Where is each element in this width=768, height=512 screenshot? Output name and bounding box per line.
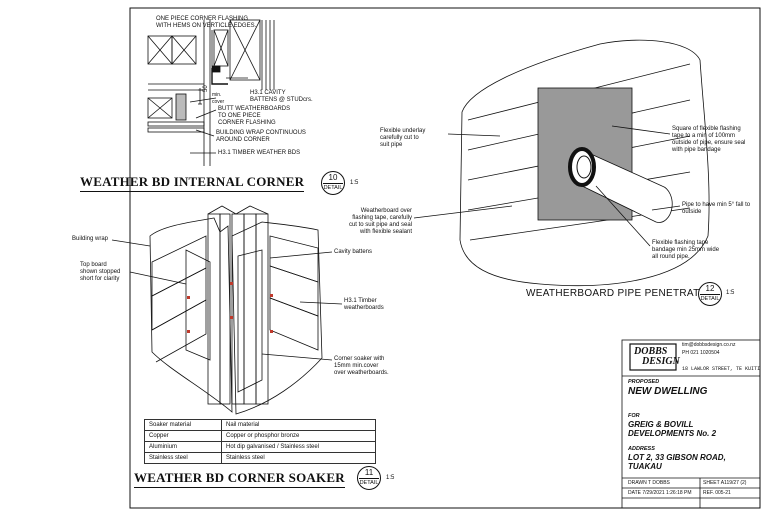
d12-number: 12 (705, 284, 715, 293)
d11-note-battens: Cavity battens (334, 249, 373, 255)
reference: REF. 005-21 (703, 490, 731, 496)
logo-line2: DESIGN (642, 356, 680, 367)
d10-note-flashing: ONE PIECE CORNER FLASHING WITH HEMS ON V… (156, 16, 257, 29)
table-cell: Hot dip galvanised / Stainless steel (221, 441, 376, 453)
site-line1: LOT 2, 33 GIBSON ROAD, (628, 453, 726, 462)
for-label: FOR (628, 413, 640, 419)
table-cell: Copper or phosphor bronze (221, 430, 376, 442)
detail10-plan (147, 19, 275, 166)
table-cell: Copper (144, 430, 222, 442)
site-line2: TUAKAU (628, 462, 662, 471)
logo-line1: DOBBS (634, 346, 668, 357)
table-cell: Stainless steel (144, 452, 222, 464)
d12-detail-word: DETAIL (700, 294, 720, 302)
d12-scale: 1:5 (726, 290, 735, 296)
table-row: Aluminium Hot dip galvanised / Stainless… (144, 441, 376, 453)
table-cell: Stainless steel (221, 452, 376, 464)
d10-detail-word: DETAIL (323, 183, 343, 191)
d11-number: 11 (364, 468, 374, 477)
detail12-pipe (413, 39, 710, 286)
office-address: 18 LAWLOR STREET, TE KUITI (682, 366, 761, 372)
d12-note-underlay: Flexible underlay carefully cut to suit … (380, 128, 426, 148)
d10-note-wrap: BUILDING WRAP CONTINUOUS AROUND CORNER (216, 130, 306, 143)
d11-note-soaker: Corner soaker with 15mm min.cover over w… (334, 356, 389, 376)
sheet-number: SHEET A119/27 (2) (703, 480, 747, 486)
title-block-frame (621, 339, 761, 509)
d11-note-timber: H3.1 Timber weatherboards (344, 298, 384, 311)
proposed-label: PROPOSED (628, 379, 660, 385)
table-cell: Aluminium (144, 441, 222, 453)
d11-detail-word: DETAIL (359, 478, 379, 486)
d10-note-cavity: H3.1 CAVITY BATTENS @ STUDcrs. (250, 90, 313, 103)
sheet-border (129, 7, 761, 509)
detail11-isometric (111, 205, 343, 415)
d12-note-weatherboard: Weatherboard over flashing tape, careful… (348, 208, 412, 235)
address-label: ADDRESS (628, 446, 655, 452)
table-row: Copper Copper or phosphor bronze (144, 430, 376, 442)
d11-scale: 1:5 (386, 475, 395, 481)
table-header-cell: Soaker material (144, 419, 222, 431)
project-name: NEW DWELLING (628, 386, 708, 397)
d10-number: 10 (328, 173, 338, 182)
drawn-by: DRAWN T DOBBS (628, 480, 670, 486)
soaker-material-table: Soaker material Nail material Copper Cop… (144, 419, 376, 464)
d10-dim: 50 (203, 85, 209, 92)
d12-title: WEATHERBOARD PIPE PENETRATION (526, 288, 719, 299)
d10-title: WEATHER BD INTERNAL CORNER (80, 174, 305, 192)
phone: PH 021 1020504 (682, 350, 720, 356)
d12-note-bandage: Flexible flashing tape bandage min 25mm … (652, 240, 720, 260)
client-line2: DEVELOPMENTS No. 2 (628, 429, 717, 438)
d10-note-butt: BUTT WEATHERBOARDS TO ONE PIECE CORNER F… (218, 106, 291, 126)
d12-note-square: Square of flexible flashing tape to a mi… (672, 126, 746, 153)
table-header-cell: Nail material (221, 419, 376, 431)
d12-note-fall: Pipe to have min 5° fall to outside (682, 202, 751, 215)
client-line1: GREIG & BOVILL (628, 420, 694, 429)
table-header-row: Soaker material Nail material (144, 419, 376, 431)
d10-scale: 1:5 (350, 180, 359, 186)
d11-note-wrap: Building wrap (72, 236, 109, 242)
date: DATE 7/29/2021 1:26:18 PM (628, 490, 692, 496)
table-row: Stainless steel Stainless steel (144, 452, 376, 464)
d10-min-cover: min. cover (212, 92, 225, 105)
email[interactable]: tim@dobbsdesign.co.nz (682, 342, 736, 348)
d11-note-top-board: Top board shown stopped short for clarit… (80, 262, 121, 282)
d10-note-timber: H3.1 TIMBER WEATHER BDS (218, 150, 301, 156)
d11-title: WEATHER BD CORNER SOAKER (134, 470, 345, 488)
